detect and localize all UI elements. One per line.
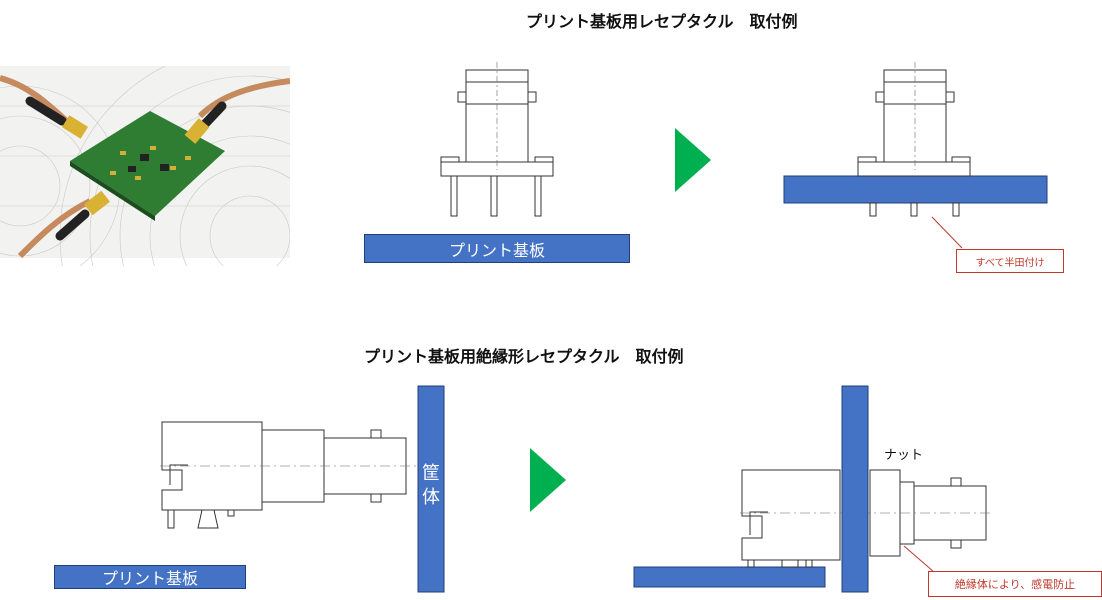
housing-char-2: 体 xyxy=(422,487,440,508)
solder-note: すべて半田付け xyxy=(956,249,1064,273)
pcb-label-bottom: プリント基板 xyxy=(54,565,246,589)
pcb-photo xyxy=(0,66,290,266)
pcb-label-top: プリント基板 xyxy=(364,234,630,263)
housing-char-1: 筐 xyxy=(422,463,440,484)
housing-label: 筐 体 xyxy=(418,462,444,510)
top-title: プリント基板用レセプタクル 取付例 xyxy=(526,12,798,31)
bottom-title: プリント基板用絶縁形レセプタクル 取付例 xyxy=(364,347,684,366)
insulation-note: 絶縁体により、感電防止 xyxy=(928,571,1102,597)
nut-label: ナット xyxy=(884,448,924,463)
